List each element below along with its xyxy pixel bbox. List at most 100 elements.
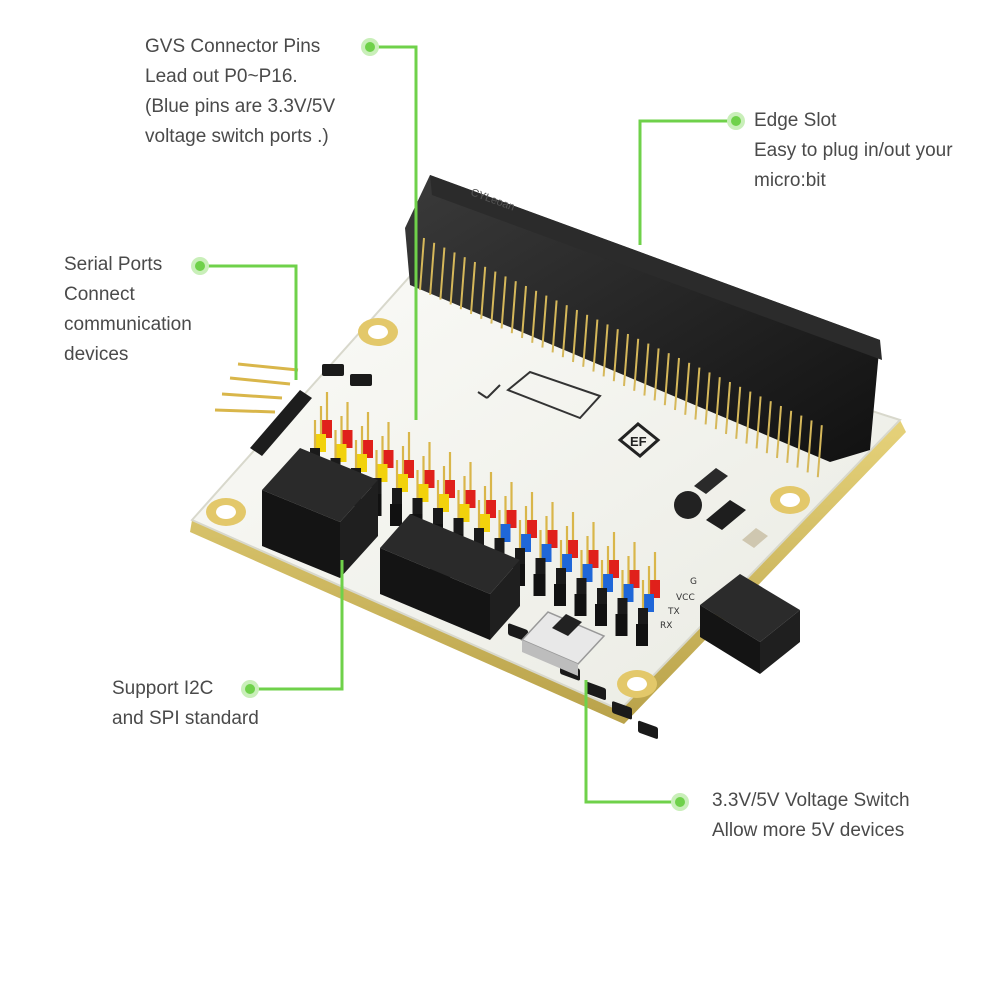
serial-pin-label-g: G [690,577,697,587]
callout-serial-line-4: devices [64,344,129,365]
edge-slot-pin [806,420,813,473]
gvs-pin-base [398,474,408,492]
gvs-pin-base [576,578,587,596]
board-logo: EF [617,422,661,458]
gvs-pin-base [597,588,607,606]
gvs-pin-base [459,504,470,522]
callout-gvs-line-3: (Blue pins are 3.3V/5V [145,96,336,117]
gvs-pin-base [433,508,443,526]
gvs-pin-housing [533,574,546,596]
gvs-pin-housing [390,504,402,526]
callout-edge-line-1: Edge Slot [754,110,837,131]
gvs-pin-base [392,488,402,506]
edge-slot-pin [643,343,650,396]
edge-slot-pin [429,242,436,295]
callout-gvs-line-4: voltage switch ports .) [145,126,329,147]
callout-gvs-line-2: Lead out P0~P16. [145,66,298,87]
gvs-pin-base [480,514,490,532]
gvs-pin-base [357,454,367,472]
leader-gvs [370,45,418,420]
jumper-cap [586,681,606,700]
gvs-pin-base [521,534,531,552]
gvs-pin-base [363,440,373,458]
i2c-female-header [262,448,378,578]
gvs-pin-base [439,494,449,512]
callout-i2c-spi: Support I2C and SPI standard [112,674,259,734]
logo-text: EF [630,434,647,449]
gvs-pin-housing [636,624,648,646]
gvs-pin-base [474,528,484,546]
jumper-cap [350,374,372,386]
small-components [674,468,768,548]
jumper-cap [508,623,528,642]
edge-slot-pin [674,357,680,411]
mounting-holes [206,318,810,698]
callout-serial-ports: Serial Ports Connect communication devic… [64,250,192,370]
gvs-pin-base [588,550,599,568]
edge-slot-pin [572,309,578,363]
gvs-pin-base [535,558,546,576]
serial-header-left [214,362,312,456]
edge-slot-pin [459,257,466,310]
edge-slot-pin [500,276,507,329]
gvs-pin-base [424,470,435,488]
edge-slot-pin [765,401,772,454]
edge-slot-pin [755,396,762,449]
gvs-pin-base [316,434,326,452]
voltage-switch [520,611,606,676]
gvs-pin-base [582,564,593,582]
edge-slot-pin [531,290,538,343]
jumper-cap [322,364,344,376]
callout-i2c-line-2: and SPI standard [112,708,259,729]
gvs-pin-base [527,520,537,538]
leader-i2c [250,560,344,691]
edge-slot-pin [602,324,609,377]
callout-voltage-switch: 3.3V/5V Voltage Switch Allow more 5V dev… [712,786,910,846]
gvs-pin-base [383,450,394,468]
gvs-pin-base [342,430,353,448]
edge-slot-pin [816,425,823,478]
leader-serial [200,264,298,380]
callout-serial-line-3: communication [64,314,192,335]
gvs-pin-base [465,490,476,508]
edge-slot-pin [694,367,701,420]
gvs-pin-base [412,498,423,516]
edge-slot-pin [796,415,803,468]
gvs-pin-base [562,554,572,572]
leader-lines [200,45,736,804]
edge-slot-pin [592,319,599,372]
gvs-pin-base [644,594,654,612]
edge-slot-pin [663,353,670,406]
jumper-cap [638,720,658,739]
gvs-pin-housing [554,584,566,606]
serial-pin-label-rx: RX [660,621,672,631]
callout-serial-line-2: Connect [64,284,135,305]
microbit-outline-mark [477,370,602,420]
edge-slot-pin [633,338,640,391]
edge-slot-pin [735,386,742,439]
gvs-pin-base [494,538,505,556]
edge-slot-pin [419,237,425,291]
edge-slot-pin [776,405,782,459]
gvs-pin-base [322,420,332,438]
jumper-cap [612,701,632,720]
edge-slot-pin [449,252,456,305]
gvs-pin-base [336,444,347,462]
callout-edge-line-2: Easy to plug in/out your [754,140,953,161]
edge-slot-pin [612,329,619,382]
gvs-pin-housing [595,604,607,626]
gvs-pin-base [500,524,511,542]
callout-gvs-line-1: GVS Connector Pins [145,36,321,57]
serial-pin-label-vcc: VCC [676,593,695,603]
gvs-pin-housing [574,594,587,616]
edge-slot-pin [561,305,568,358]
edge-slot-pin [684,362,691,415]
edge-slot-pin [551,300,558,353]
callout-serial-line-1: Serial Ports [64,254,163,275]
gvs-pin-base [404,460,414,478]
callout-edge-line-3: micro:bit [754,170,826,191]
callout-edge-slot: Edge Slot Easy to plug in/out your micro… [754,106,953,196]
gvs-pin-base [603,574,613,592]
serial-connector-right: G VCC TX RX [660,574,800,674]
